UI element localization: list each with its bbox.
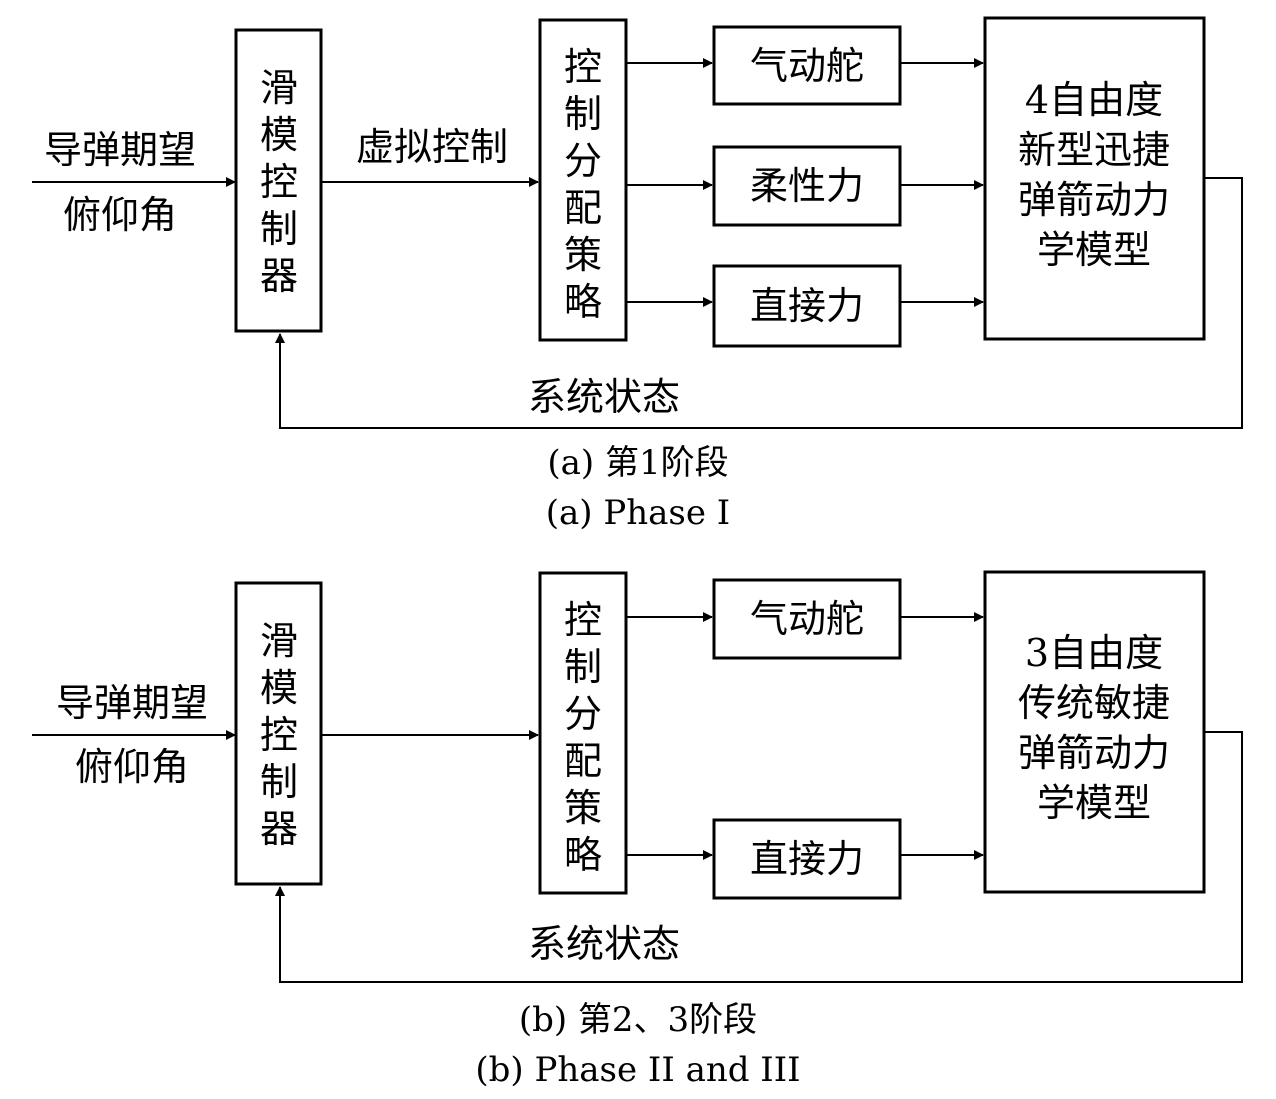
- aero-rudder-box-a: [712, 25, 902, 106]
- allocation-char: 控: [564, 45, 602, 89]
- allocation-strategy-box-b: [538, 571, 628, 895]
- virtual-control-label: 虚拟控制: [356, 125, 508, 169]
- allocation-char: 策: [564, 233, 602, 277]
- model-line: 弹箭动力: [1018, 731, 1170, 775]
- allocation-char: 制: [564, 645, 602, 689]
- caption-b-en: (b) Phase II and III: [475, 1050, 800, 1090]
- input-label-b1: 导弹期望: [56, 681, 208, 725]
- aero-rudder-box-b: [712, 578, 902, 660]
- direct-force-label-a: 直接力: [750, 284, 864, 328]
- model-line: 学模型: [1037, 228, 1151, 272]
- direct-force-box-b: [712, 818, 902, 900]
- model-line: 4自由度: [1025, 78, 1163, 122]
- system-state-label-a: 系统状态: [528, 375, 680, 419]
- model-line: 3自由度: [1025, 631, 1163, 675]
- model-line: 学模型: [1037, 781, 1151, 825]
- system-state-label-b: 系统状态: [528, 922, 680, 966]
- allocation-char: 略: [564, 833, 602, 877]
- feedback-loop-a: [275, 177, 1243, 429]
- allocation-char: 控: [564, 598, 602, 642]
- input-label-a1: 导弹期望: [44, 128, 196, 172]
- model-line: 新型迅捷: [1018, 128, 1170, 172]
- controller-char: 控: [260, 160, 298, 204]
- model-line: 弹箭动力: [1018, 178, 1170, 222]
- panel-a: 导弹期望 俯仰角 滑 模 控 制 器 虚拟控制 控 制 分 配 策 略 气动舵 …: [32, 16, 1243, 533]
- controller-char: 模: [260, 666, 298, 710]
- allocation-char: 配: [564, 739, 602, 783]
- caption-b-cn: (b) 第2、3阶段: [519, 1000, 757, 1040]
- controller-char: 器: [260, 254, 298, 298]
- direct-force-label-b: 直接力: [750, 837, 864, 881]
- input-label-a2: 俯仰角: [63, 193, 177, 237]
- controller-char: 控: [260, 713, 298, 757]
- controller-char: 制: [260, 207, 298, 251]
- controller-char: 模: [260, 113, 298, 157]
- controller-char: 滑: [260, 66, 298, 110]
- controller-char: 器: [260, 807, 298, 851]
- allocation-char: 策: [564, 786, 602, 830]
- panel-b: 导弹期望 俯仰角 滑 模 控 制 器 控 制 分 配 策 略 气动舵 直接力 3…: [32, 570, 1243, 1090]
- flexible-force-box: [712, 145, 902, 227]
- flexible-force-label: 柔性力: [750, 164, 864, 208]
- caption-a-en: (a) Phase I: [546, 493, 730, 533]
- controller-char: 制: [260, 760, 298, 804]
- allocation-char: 分: [564, 139, 602, 183]
- dynamics-model-box-b: [983, 570, 1206, 894]
- allocation-char: 略: [564, 280, 602, 324]
- caption-a-cn: (a) 第1阶段: [547, 443, 728, 483]
- sliding-mode-controller-box-a: [234, 28, 323, 333]
- aero-rudder-label-a: 气动舵: [750, 44, 864, 88]
- model-line: 传统敏捷: [1018, 681, 1170, 725]
- input-label-b2: 俯仰角: [75, 745, 189, 789]
- controller-char: 滑: [260, 619, 298, 663]
- allocation-char: 配: [564, 186, 602, 230]
- sliding-mode-controller-box-b: [234, 581, 323, 886]
- allocation-char: 分: [564, 692, 602, 736]
- allocation-char: 制: [564, 92, 602, 136]
- aero-rudder-label-b: 气动舵: [750, 597, 864, 641]
- allocation-strategy-box-a: [538, 18, 628, 342]
- direct-force-box-a: [712, 264, 902, 348]
- dynamics-model-box-a: [983, 16, 1206, 341]
- feedback-loop-b: [275, 731, 1243, 983]
